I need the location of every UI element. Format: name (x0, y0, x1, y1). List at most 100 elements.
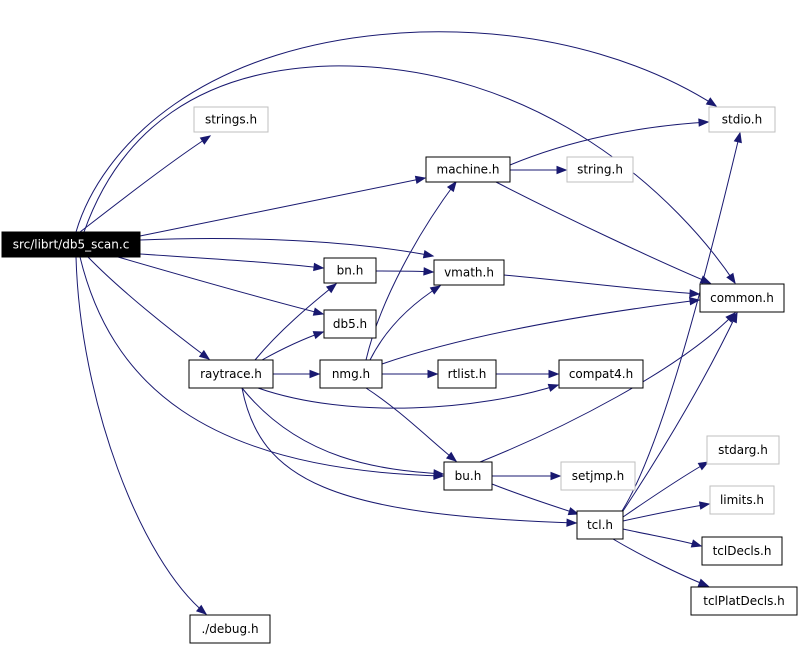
arrowhead (733, 131, 742, 144)
edge-line (503, 274, 700, 295)
node-raytrace-h[interactable]: raytrace.h (188, 359, 274, 389)
node-label: stdarg.h (718, 443, 768, 457)
edge-db5-scan-to-db5-h (117, 256, 325, 316)
node-box (188, 359, 274, 389)
edge-rtlist-h-to-compat4-h (495, 369, 560, 379)
edge-line (75, 31, 717, 233)
arrowhead (548, 369, 560, 379)
edge-raytrace-h-to-db5-h (261, 331, 325, 361)
node-setjmp-h[interactable]: setjmp.h (560, 461, 636, 491)
node-label: tclDecls.h (713, 544, 772, 558)
node-bn-h[interactable]: bn.h (323, 257, 377, 284)
node-box (319, 359, 383, 389)
edge-line (261, 331, 324, 361)
arrowhead (697, 461, 710, 471)
edge-line (622, 312, 738, 512)
node-label: limits.h (720, 493, 764, 507)
arrowhead (698, 501, 711, 510)
node-compat4-h[interactable]: compat4.h (558, 359, 644, 389)
node-tcl-h[interactable]: tcl.h (576, 510, 624, 540)
arrowhead (567, 507, 580, 516)
arrowhead (199, 135, 212, 145)
arrowhead (312, 331, 325, 340)
edge-raytrace-h-to-tcl-h (241, 387, 578, 527)
arrowhead (423, 267, 435, 276)
node-box (1, 231, 141, 258)
node-stdarg-h[interactable]: stdarg.h (706, 435, 780, 465)
edge-tcl-h-to-common-h (622, 311, 738, 512)
node-box (189, 614, 271, 644)
node-tclDecls-h[interactable]: tclDecls.h (701, 536, 783, 566)
edge-line (75, 256, 207, 615)
node-box (425, 156, 511, 183)
node-label: strings.h (205, 113, 257, 127)
edge-bn-h-to-vmath-h (375, 267, 435, 276)
node-box (323, 257, 377, 284)
arrowhead (195, 604, 208, 615)
arrowhead (427, 369, 439, 379)
node-label: db5.h (333, 317, 367, 331)
edge-tcl-h-to-tclPlatDecls-h (612, 538, 710, 587)
arrowhead (312, 307, 325, 316)
edge-line (117, 256, 324, 315)
edge-db5-scan-to-debug-h (75, 256, 208, 615)
edge-line (622, 503, 710, 522)
edge-line (241, 387, 577, 524)
node-label: setjmp.h (572, 469, 624, 483)
node-box (193, 106, 269, 133)
edge-nmg-h-to-rtlist-h (381, 369, 439, 379)
node-db5-scan[interactable]: src/librt/db5_scan.c (1, 231, 141, 258)
edge-layer (75, 31, 742, 615)
node-box (706, 435, 780, 465)
node-box (566, 156, 634, 183)
arrowhead (690, 539, 703, 548)
node-db5-h[interactable]: db5.h (323, 309, 377, 339)
edge-line (622, 461, 709, 518)
node-box (701, 536, 783, 566)
node-string-h[interactable]: string.h (566, 156, 634, 183)
node-label: ./debug.h (201, 622, 258, 636)
edge-line (495, 181, 711, 284)
edge-bu-h-to-tcl-h (491, 483, 580, 516)
edge-vmath-h-to-common-h (503, 274, 701, 298)
node-box (708, 106, 776, 133)
node-stdio-h[interactable]: stdio.h (708, 106, 776, 133)
node-label: tclPlatDecls.h (703, 594, 785, 608)
edge-line (79, 256, 444, 477)
edge-db5-scan-to-stdio-h (75, 31, 718, 233)
arrowhead (689, 296, 701, 306)
node-tclPlatDecls-h[interactable]: tclPlatDecls.h (690, 586, 798, 616)
edge-line (479, 312, 736, 463)
node-vmath-h[interactable]: vmath.h (433, 259, 505, 286)
edge-raytrace-h-to-bn-h (254, 283, 338, 361)
edge-tcl-h-to-stdio-h (621, 131, 742, 512)
node-layer: src/librt/db5_scan.c strings.h stdio.h mach… (1, 106, 798, 644)
arrowhead (550, 471, 562, 481)
edge-tcl-h-to-tclDecls-h (622, 528, 703, 548)
node-label: compat4.h (569, 367, 633, 381)
node-label: string.h (577, 163, 623, 177)
edge-machine-h-to-common-h (495, 181, 712, 284)
node-label: bn.h (337, 264, 364, 278)
node-limits-h[interactable]: limits.h (709, 485, 775, 515)
node-debug-h[interactable]: ./debug.h (189, 614, 271, 644)
node-label: nmg.h (332, 367, 370, 381)
node-strings-h[interactable]: strings.h (193, 106, 269, 133)
edge-db5-scan-to-machine-h (139, 175, 427, 237)
edge-line (621, 132, 741, 512)
edge-nmg-h-to-vmath-h (369, 285, 442, 361)
node-nmg-h[interactable]: nmg.h (319, 359, 383, 389)
node-machine-h[interactable]: machine.h (425, 156, 511, 183)
node-box (433, 259, 505, 286)
node-box (699, 283, 785, 313)
edge-nmg-h-to-bu-h (365, 387, 458, 462)
arrowhead (309, 369, 321, 379)
edge-line (254, 283, 337, 361)
node-common-h[interactable]: common.h (699, 283, 785, 313)
edge-tcl-h-to-stdarg-h (622, 461, 710, 518)
edge-line (365, 387, 457, 462)
node-label: vmath.h (444, 266, 494, 280)
node-rtlist-h[interactable]: rtlist.h (437, 359, 497, 389)
edge-raytrace-h-to-compat4-h (257, 383, 560, 409)
node-bu-h[interactable]: bu.h (443, 461, 493, 491)
